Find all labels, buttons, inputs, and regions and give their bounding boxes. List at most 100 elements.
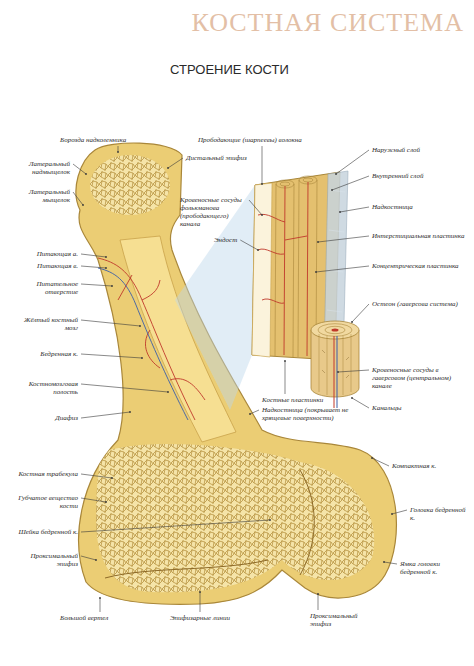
sharpey-fibers [327,190,345,312]
leader-dot [351,397,353,399]
leader-dot [199,591,201,593]
leader-dot [141,357,143,359]
leader-line [73,192,83,205]
leader-dot [371,457,373,459]
part-label: Канальцы [372,404,402,412]
osteon-cylinder [311,321,359,408]
part-label: Проксимальный эпифиз [310,612,380,628]
leader-line [352,304,369,322]
leader-line [81,412,130,418]
leader-dot [95,559,97,561]
leader-dot [261,214,263,216]
part-label: Большой вертел [60,614,108,622]
volkmann-vessels [258,182,308,356]
leader-line [81,498,106,502]
part-label: Концентрическая пластинка [372,262,459,270]
leader-dot [284,360,286,362]
part-label: Наружный слой [372,146,420,154]
leader-line [81,384,168,392]
part-label: Кровеносные сосуды фолькманова (прободаю… [180,196,246,228]
leader-line [100,598,101,612]
leader-dot [129,411,131,413]
leader-dot [339,211,341,213]
leader-line [81,520,270,532]
leader-line [118,146,119,152]
endosteum [252,183,272,357]
leader-line [392,510,407,514]
leader-dot [139,325,141,327]
part-label: Питающая а. [37,250,78,258]
leader-line [340,207,369,212]
leader-dot [99,597,101,599]
leader-dot [335,173,337,175]
part-label: Кровеносные сосуды в гаверсовом (централ… [372,366,464,390]
leader-line [240,240,258,250]
part-label: Надкостница [372,203,413,211]
part-label: Надкостница (покрывает не хрящевые повер… [262,406,362,422]
leader-dot [391,513,393,515]
part-label: Прободающие (шарпеевы) волокна [198,136,302,144]
part-label: Проксимальный эпифиз [12,552,78,568]
leader-line [73,164,86,174]
part-label: Бедренная к. [40,350,78,358]
leader-dot [117,151,119,153]
part-label: Борозда надколенника [60,136,126,144]
part-label: Ямка головки бедренной к. [400,560,466,576]
spongy-bone [90,155,374,592]
leader-line [81,474,112,478]
leader-dot [105,256,107,258]
part-label: Головка бедренной к. [410,506,468,522]
part-label: Костные пластинки [262,396,323,404]
leader-line [336,150,369,174]
poster-title: КОСТНАЯ СИСТЕМА [191,8,464,38]
section-band [175,185,255,410]
part-label: Шейка бедренной к. [18,528,78,536]
leader-line [168,158,183,168]
leader-dot [111,285,113,287]
leader-line [384,562,397,564]
leader-line [200,592,201,612]
leader-dot [257,249,259,251]
leader-line [250,410,259,414]
leader-line [316,266,369,272]
part-label: Питающая в. [37,262,78,270]
part-label: Дистальный эпифиз [186,154,247,162]
leader-dot [269,519,271,521]
leader-line [81,266,106,268]
part-label: Питательное отверстие [12,280,78,296]
leader-line [285,361,286,394]
leader-line [332,176,369,190]
leader-line [352,398,369,408]
leader-dot [317,241,319,243]
leader-line [81,284,112,286]
leader-lines [73,146,407,612]
leader-dot [261,183,263,185]
leader-dot [383,561,385,563]
leader-dot [351,321,353,323]
leader-line [262,146,263,184]
part-label: Остеон (гаверсова система) [372,300,458,308]
leader-dot [331,189,333,191]
part-label: Компактная к. [392,462,436,470]
part-label: Диафиз [55,414,78,422]
part-label: Костная трабекула [18,470,78,478]
leader-dot [167,167,169,169]
leader-line [249,200,262,215]
leader-line [81,254,106,257]
subtitle: СТРОЕНИЕ КОСТИ [170,62,289,77]
leader-dot [85,173,87,175]
leader-dot [167,391,169,393]
part-label: Эндост [214,236,237,244]
leader-line [81,354,142,358]
leader-dot [82,204,84,206]
leader-line [81,320,140,326]
leader-line [318,236,369,242]
leader-line [338,370,369,372]
nutrient-vein [98,268,188,420]
leader-dot [315,271,317,273]
part-label: Латеральный надмыщелок [14,160,70,176]
leader-dot [105,501,107,503]
part-label: Костномозговая полость [12,380,78,396]
leader-dot [249,413,251,415]
leader-line [372,458,389,466]
